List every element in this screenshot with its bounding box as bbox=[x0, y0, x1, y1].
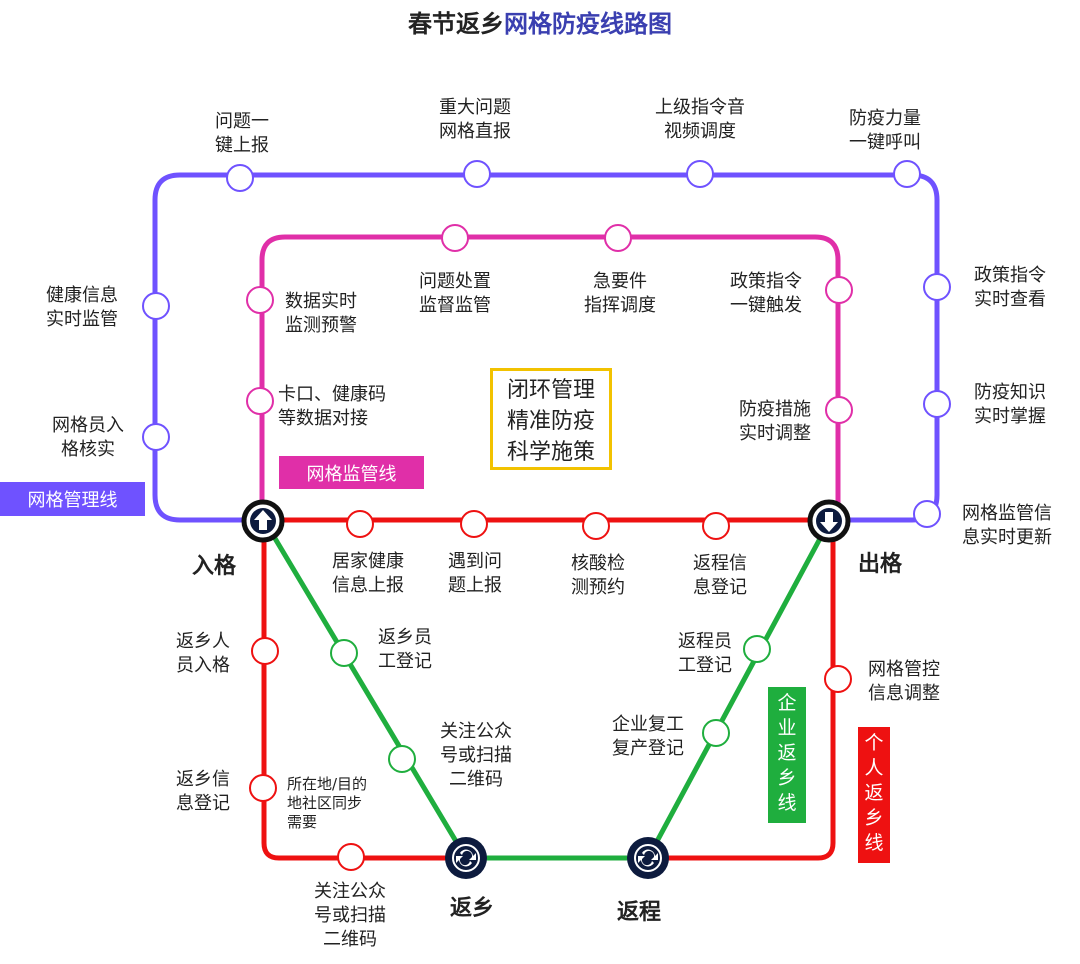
green-route bbox=[261, 518, 833, 861]
stop-note: 所在地/目的地社区同步需要 bbox=[287, 775, 368, 831]
stop-label: 重大问题网格直报 bbox=[439, 97, 511, 142]
green-legend-char: 业 bbox=[777, 717, 797, 739]
title-part2: 网格防疫线路图 bbox=[504, 10, 672, 38]
station-exit: 出格 bbox=[858, 552, 903, 577]
purple-stop bbox=[142, 292, 170, 320]
center-slogan-box: 闭环管理 精准防疫 科学施策 bbox=[490, 368, 612, 470]
stop-label: 网格监管信息实时更新 bbox=[962, 503, 1052, 548]
green-stop bbox=[388, 745, 416, 773]
stop-label: 上级指令音视频调度 bbox=[655, 97, 745, 142]
stop-label: 数据实时监测预警 bbox=[285, 291, 357, 336]
stop-label: 防疫措施实时调整 bbox=[739, 399, 811, 444]
stop-label: 急要件指挥调度 bbox=[584, 271, 656, 316]
red-legend-char: 个 bbox=[864, 732, 884, 754]
magenta-line-legend: 网格监管线 bbox=[279, 456, 424, 489]
purple-stop bbox=[893, 160, 921, 188]
red-legend-char: 线 bbox=[864, 832, 884, 854]
purple-stop bbox=[923, 390, 951, 418]
stop-label: 企业复工复产登记 bbox=[612, 714, 684, 759]
magenta-stop bbox=[825, 396, 853, 424]
purple-stop bbox=[686, 160, 714, 188]
red-stop bbox=[460, 510, 488, 538]
purple-stop bbox=[923, 273, 951, 301]
slogan-line: 科学施策 bbox=[506, 440, 595, 465]
magenta-stop bbox=[441, 224, 469, 252]
refresh-icon bbox=[627, 837, 669, 879]
stop-label: 问题处置监督监管 bbox=[419, 271, 491, 316]
purple-stop bbox=[142, 423, 170, 451]
red-stop bbox=[582, 512, 610, 540]
green-legend-char: 乡 bbox=[777, 767, 797, 789]
title-part1: 春节返乡 bbox=[408, 10, 504, 38]
red-stop bbox=[702, 512, 730, 540]
red-stop bbox=[337, 843, 365, 871]
magenta-route bbox=[259, 234, 841, 520]
stop-label: 返乡人员入格 bbox=[176, 631, 230, 676]
magenta-stop bbox=[825, 276, 853, 304]
red-legend-char: 返 bbox=[864, 782, 884, 804]
magenta-stop bbox=[246, 286, 274, 314]
red-legend-char: 人 bbox=[864, 757, 884, 779]
stop-label: 政策指令一键触发 bbox=[730, 271, 802, 316]
purple-stop bbox=[463, 160, 491, 188]
magenta-stop bbox=[246, 387, 274, 415]
red-legend-char: 乡 bbox=[864, 807, 884, 829]
red-stop bbox=[251, 637, 279, 665]
page-title: 春节返乡网格防疫线路图 bbox=[0, 6, 1080, 42]
station-return: 返程 bbox=[617, 900, 662, 925]
purple-line-legend: 网格管理线 bbox=[0, 482, 145, 516]
slogan-line: 闭环管理 bbox=[506, 378, 595, 403]
stop-label: 核酸检测预约 bbox=[571, 553, 625, 598]
purple-line-label: 网格管理线 bbox=[27, 490, 118, 511]
green-stop bbox=[743, 635, 771, 663]
stop-label: 防疫知识实时掌握 bbox=[974, 382, 1046, 427]
station-home: 返乡 bbox=[450, 896, 495, 921]
slogan-line: 精准防疫 bbox=[506, 409, 595, 434]
green-legend-char: 返 bbox=[777, 742, 797, 764]
red-line-legend: 个 人 返 乡 线 bbox=[858, 727, 890, 863]
green-line-legend: 企 业 返 乡 线 bbox=[768, 687, 806, 823]
red-stop bbox=[249, 774, 277, 802]
green-legend-char: 企 bbox=[777, 692, 797, 714]
stop-label: 健康信息实时监管 bbox=[46, 285, 118, 330]
red-stop bbox=[824, 665, 852, 693]
stop-label: 卡口、健康码等数据对接 bbox=[278, 384, 386, 429]
arrow-down-icon bbox=[807, 499, 851, 543]
stop-label: 关注公众号或扫描二维码 bbox=[440, 721, 512, 790]
green-stop bbox=[330, 639, 358, 667]
stop-label: 遇到问题上报 bbox=[448, 551, 502, 596]
stop-label: 返乡信息登记 bbox=[176, 769, 230, 814]
stop-label: 返程信息登记 bbox=[693, 553, 747, 598]
purple-stop bbox=[226, 164, 254, 192]
stop-label: 关注公众号或扫描二维码 bbox=[314, 881, 386, 950]
magenta-line-label: 网格监管线 bbox=[306, 463, 397, 485]
purple-stop bbox=[913, 500, 941, 528]
refresh-icon bbox=[445, 837, 487, 879]
stop-label: 网格管控信息调整 bbox=[868, 659, 940, 704]
stop-label: 网格员入格核实 bbox=[52, 415, 124, 460]
stop-label: 政策指令实时查看 bbox=[974, 265, 1046, 310]
stop-label: 居家健康信息上报 bbox=[332, 551, 404, 596]
station-entry: 入格 bbox=[192, 554, 237, 579]
stop-label: 返程员工登记 bbox=[678, 631, 732, 676]
green-legend-char: 线 bbox=[777, 792, 797, 814]
green-stop bbox=[702, 719, 730, 747]
stop-label: 防疫力量一键呼叫 bbox=[849, 108, 921, 153]
arrow-up-icon bbox=[241, 499, 285, 543]
red-stop bbox=[346, 510, 374, 538]
stop-label: 问题一键上报 bbox=[215, 111, 269, 156]
magenta-stop bbox=[604, 224, 632, 252]
stop-label: 返乡员工登记 bbox=[378, 627, 432, 672]
